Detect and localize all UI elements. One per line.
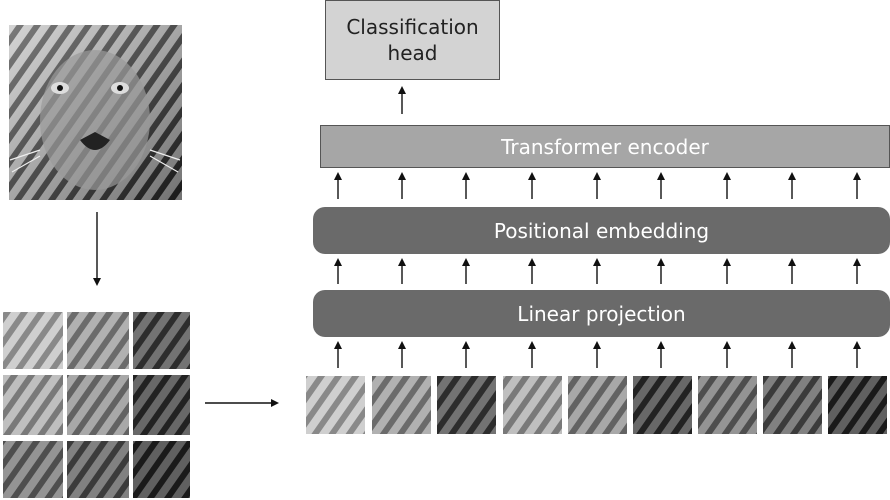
sequence-patch xyxy=(372,376,431,434)
grid-patch xyxy=(133,375,190,435)
sequence-patch xyxy=(698,376,757,434)
sequence-patch xyxy=(828,376,887,434)
sequence-patch xyxy=(568,376,627,434)
grid-patch xyxy=(3,441,63,498)
grid-patch xyxy=(67,441,129,498)
patch-sequence xyxy=(306,376,887,434)
grid-patch xyxy=(133,312,190,369)
arrows-patches-to-projection xyxy=(334,341,861,368)
positional-embedding-box: Positional embedding xyxy=(313,207,890,254)
patch-grid xyxy=(3,312,190,498)
sequence-patch xyxy=(503,376,562,434)
classification-head-label: Classification head xyxy=(346,15,479,65)
grid-patch xyxy=(133,441,190,498)
grid-patch xyxy=(3,312,63,369)
grid-patch xyxy=(67,312,129,369)
sequence-patch xyxy=(763,376,822,434)
grid-patch xyxy=(67,375,129,435)
arrows-projection-to-embedding xyxy=(334,258,861,284)
sequence-patch xyxy=(633,376,692,434)
transformer-encoder-box: Transformer encoder xyxy=(320,125,890,168)
arrows-embedding-to-encoder xyxy=(334,172,861,199)
transformer-encoder-label: Transformer encoder xyxy=(501,134,709,159)
positional-embedding-label: Positional embedding xyxy=(493,218,710,243)
grid-patch xyxy=(3,375,63,435)
linear-projection-box: Linear projection xyxy=(313,290,890,337)
tiger-source-image xyxy=(9,25,182,200)
sequence-patch xyxy=(437,376,496,434)
sequence-patch xyxy=(306,376,365,434)
linear-projection-label: Linear projection xyxy=(517,301,686,326)
classification-head-box: Classification head xyxy=(325,0,500,80)
